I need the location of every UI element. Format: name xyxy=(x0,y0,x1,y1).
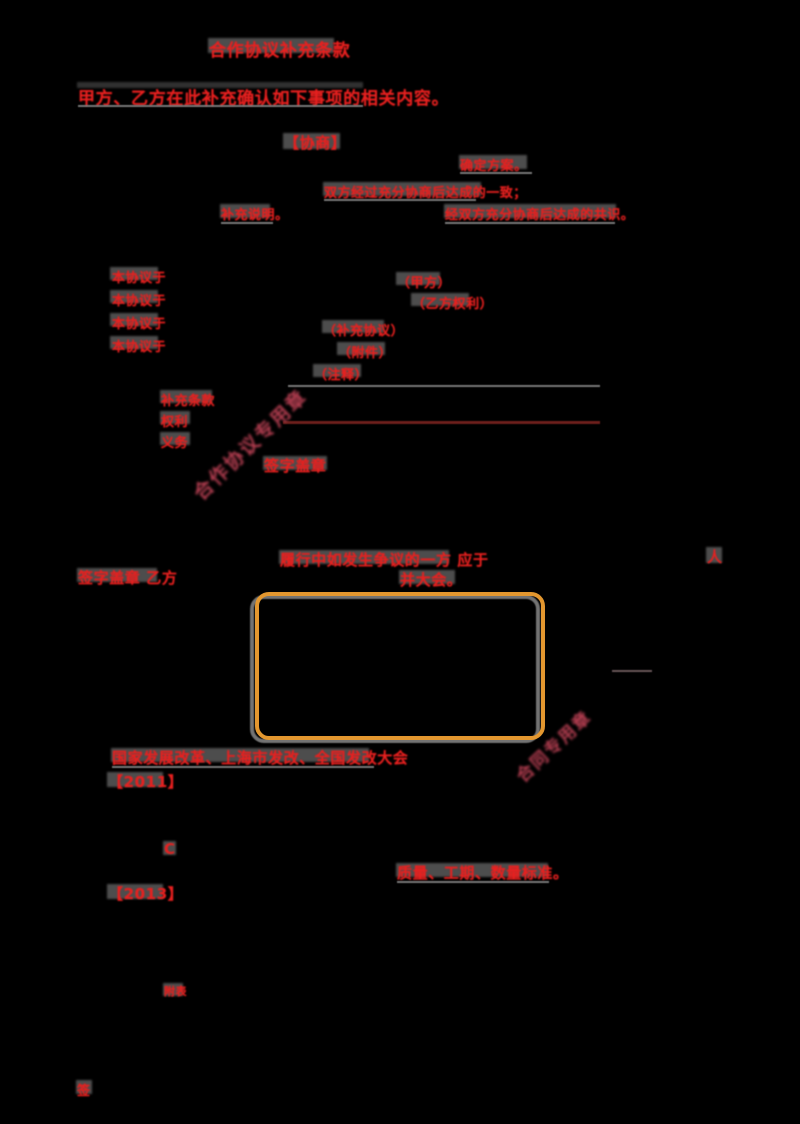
signature-note-ghost xyxy=(77,568,157,582)
right-note-1: 确定方案。 xyxy=(460,159,528,174)
left-term-ghost xyxy=(160,432,190,445)
term-item: （补充协议） xyxy=(323,324,405,339)
list-row-ghost xyxy=(110,267,158,280)
footer-line-1: 国家发展改革、上海市发改、全国发改大会 xyxy=(112,749,409,767)
right-note-1-ghost xyxy=(459,155,527,169)
right-note-2-ghost xyxy=(323,182,481,196)
right-note-3-underline xyxy=(445,222,615,224)
hrule-upper xyxy=(288,385,600,387)
callout-subheading: 并大会。 xyxy=(400,571,463,589)
footer-right-note: 质量、工期、数量标准。 xyxy=(397,864,569,882)
footer-bracket-3: 【2013】 xyxy=(108,885,184,903)
footer-line-1-ghost xyxy=(111,748,369,762)
right-note-2: 双方经过充分协商后达成的一致； xyxy=(324,186,527,201)
bracket-3-ghost xyxy=(107,884,163,899)
footer-corner-mark: 签 xyxy=(77,1084,91,1099)
bracket-1-ghost xyxy=(283,133,340,149)
bracket-protocol-1: 【协商】 xyxy=(284,134,347,152)
list-row-ghost xyxy=(110,290,158,303)
footer-bracket-2: 【2011】 xyxy=(108,773,184,791)
right-small-mark: 人 xyxy=(707,548,723,566)
term-ghost xyxy=(322,320,384,333)
list-row-ghost xyxy=(110,313,158,326)
footer-mark-small: 附表 xyxy=(164,985,187,998)
subtitle-underline xyxy=(78,105,363,107)
left-term-ghost xyxy=(160,390,212,403)
left-note-1-ghost xyxy=(220,204,270,218)
list-item: 本协议于 xyxy=(112,340,167,355)
right-note-2-underline xyxy=(324,199,476,201)
footer-line-1-underline xyxy=(112,766,374,768)
left-note-1: 补充说明。 xyxy=(221,208,289,223)
footer-right-note-underline xyxy=(397,881,549,883)
term-ghost xyxy=(396,272,440,285)
callout-heading-ghost xyxy=(279,550,449,564)
bracket-2-ghost xyxy=(107,772,163,787)
stamp-caption-ghost xyxy=(263,456,327,470)
left-term-item: 补充条款 xyxy=(161,394,216,409)
document-title: 合作协议补充条款 xyxy=(209,41,351,61)
left-term-item: 权利 xyxy=(161,415,189,430)
left-term-item: 义务 xyxy=(161,436,189,451)
left-note-1-underline xyxy=(221,222,273,224)
corner-mark-ghost xyxy=(76,1080,92,1094)
document-subtitle: 甲方、乙方在此补充确认如下事项的相关内容。 xyxy=(78,89,450,109)
term-item: （乙方权利） xyxy=(412,297,494,312)
term-item: （注释） xyxy=(314,368,369,383)
mark-c-ghost xyxy=(163,841,176,855)
right-note-1-underline xyxy=(460,172,532,174)
stamp-caption: 签字盖章 xyxy=(264,457,327,475)
footer-mark-small-ghost xyxy=(163,983,183,996)
subtitle-ghost-underlay xyxy=(77,82,363,88)
right-note-3-ghost xyxy=(444,204,616,218)
signature-note-left: 签字盖章 乙方 xyxy=(78,569,178,587)
right-mark-ghost xyxy=(706,547,722,563)
term-item: （甲方） xyxy=(397,276,452,291)
list-item: 本协议于 xyxy=(112,317,167,332)
callout-box-shadow xyxy=(250,595,540,743)
term-ghost xyxy=(337,342,385,355)
callout-box[interactable] xyxy=(255,592,545,740)
list-item: 本协议于 xyxy=(112,294,167,309)
term-ghost xyxy=(411,293,469,306)
term-ghost xyxy=(313,364,361,377)
term-item: （附件） xyxy=(338,346,393,361)
stamp-lower-tail-rule xyxy=(612,670,652,672)
list-row-ghost xyxy=(110,336,158,349)
callout-heading: 履行中如发生争议的一方 应于 xyxy=(280,551,489,569)
footer-mark-c: C xyxy=(164,840,176,858)
hrule-lower xyxy=(283,421,600,424)
left-term-ghost xyxy=(160,411,190,424)
list-item: 本协议于 xyxy=(112,271,167,286)
title-ghost-underlay xyxy=(208,38,334,53)
footer-right-note-ghost xyxy=(396,863,548,877)
callout-subheading-ghost xyxy=(399,570,455,584)
right-note-3: 经双方充分协商后达成的共识。 xyxy=(445,208,635,223)
